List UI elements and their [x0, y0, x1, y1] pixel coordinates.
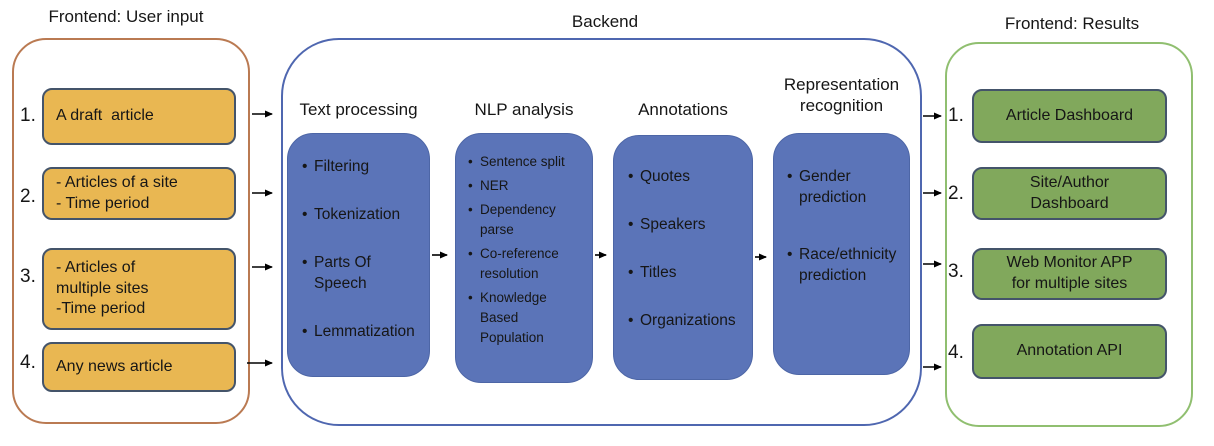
stage-header-text-processing: Text processing: [299, 100, 418, 119]
bullet-item: Organizations: [627, 310, 746, 331]
input-item-box: - Articles of multiple sites -Time perio…: [42, 248, 236, 330]
bullet-item: Lemmatization: [301, 321, 421, 342]
bullet-item: NER: [467, 176, 588, 196]
result-item-number: 1.: [948, 105, 964, 126]
bullet-item: Race/ethnicity prediction: [786, 244, 905, 286]
bullet-item: Dependency parse: [467, 200, 588, 240]
stage-bullets: Gender prediction Race/ethnicity predict…: [774, 134, 909, 286]
input-item-box: A draft article: [42, 88, 236, 145]
stage-box-annotations: Quotes Speakers Titles Organizations: [613, 135, 753, 380]
results-section-panel: [945, 42, 1193, 427]
input-item-number: 1.: [20, 105, 36, 126]
bullet-item: Speakers: [627, 214, 746, 235]
result-item-number: 2.: [948, 183, 964, 204]
result-item-box: Annotation API: [972, 324, 1167, 379]
result-item-label: Annotation API: [1016, 342, 1123, 360]
result-item-box: Web Monitor APP for multiple sites: [972, 248, 1167, 300]
result-item-label: Site/Author Dashboard: [1029, 173, 1110, 212]
stage-box-representation-recognition: Gender prediction Race/ethnicity predict…: [773, 133, 910, 375]
backend-section-title: Backend: [571, 12, 639, 31]
result-item-label: Article Dashboard: [1005, 106, 1134, 124]
input-item-box: Any news article: [42, 342, 236, 392]
stage-header-annotations: Annotations: [638, 100, 728, 119]
stage-bullets: Filtering Tokenization Parts Of Speech L…: [288, 134, 429, 342]
input-item-label: - Articles of multiple sites -Time perio…: [56, 258, 149, 318]
results-section-title: Frontend: Results: [1004, 14, 1140, 33]
result-item-number: 3.: [948, 261, 964, 282]
input-item-number: 2.: [20, 186, 36, 207]
input-section-panel: [12, 38, 250, 424]
result-item-box: Article Dashboard: [972, 89, 1167, 143]
input-item-number: 4.: [20, 352, 36, 373]
bullet-item: Co-reference resolution: [467, 244, 588, 284]
stage-header-representation-recognition: Representation recognition: [783, 75, 900, 116]
bullet-item: Gender prediction: [786, 166, 905, 208]
stage-box-text-processing: Filtering Tokenization Parts Of Speech L…: [287, 133, 430, 377]
bullet-item: Parts Of Speech: [301, 252, 421, 294]
backend-section-panel: [281, 38, 922, 426]
input-item-label: A draft article: [56, 107, 154, 125]
bullet-item: Quotes: [627, 166, 746, 187]
result-item-number: 4.: [948, 342, 964, 363]
bullet-item: Filtering: [301, 156, 421, 177]
stage-bullets: Sentence split NER Dependency parse Co-r…: [456, 134, 592, 348]
bullet-item: Knowledge Based Population: [467, 288, 588, 348]
bullet-item: Tokenization: [301, 204, 421, 225]
stage-box-nlp-analysis: Sentence split NER Dependency parse Co-r…: [455, 133, 593, 383]
bullet-item: Sentence split: [467, 152, 588, 172]
result-item-label: Web Monitor APP for multiple sites: [1006, 254, 1133, 292]
input-section-title: Frontend: User input: [48, 7, 204, 26]
bullet-item: Titles: [627, 262, 746, 283]
result-item-box: Site/Author Dashboard: [972, 167, 1167, 220]
input-item-box: - Articles of a site - Time period: [42, 167, 236, 220]
input-item-number: 3.: [20, 266, 36, 287]
stage-bullets: Quotes Speakers Titles Organizations: [614, 136, 752, 331]
input-item-label: Any news article: [56, 357, 173, 375]
stage-header-nlp-analysis: NLP analysis: [474, 100, 574, 119]
input-item-label: - Articles of a site - Time period: [56, 173, 178, 212]
